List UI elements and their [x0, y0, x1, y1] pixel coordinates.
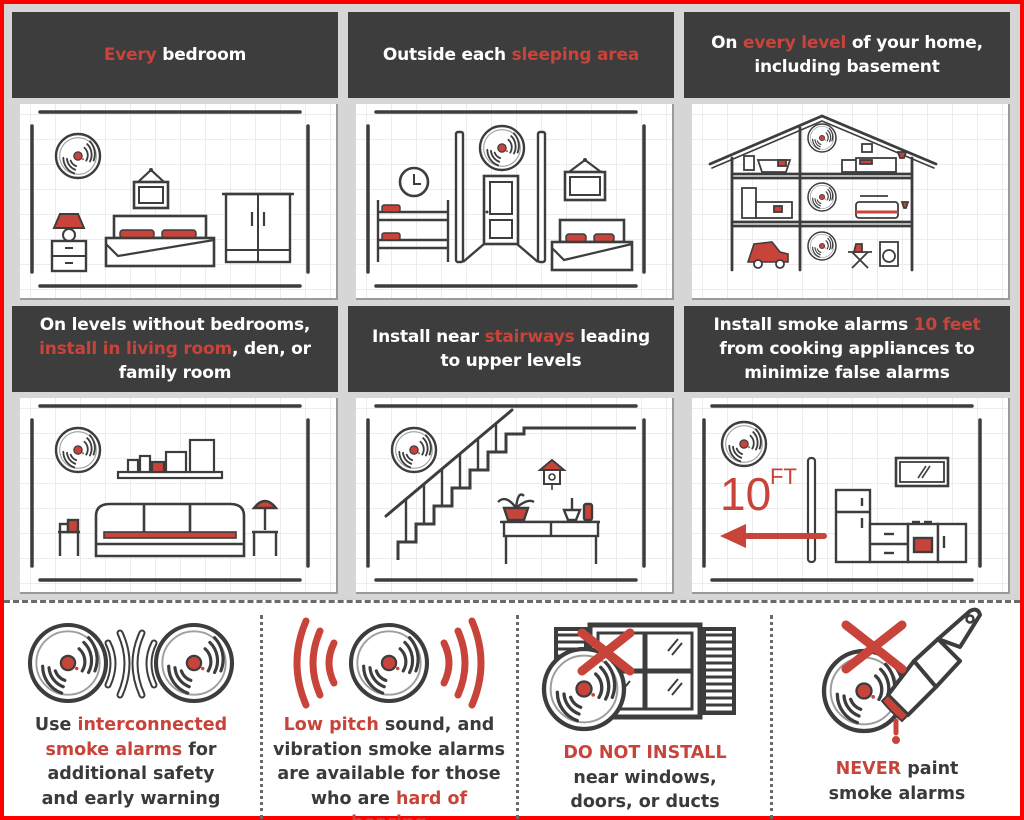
clock-icon	[398, 166, 430, 198]
room-frame	[702, 404, 982, 582]
smoke-alarm-icon	[54, 426, 102, 474]
tip-text: Low pitch sound, and vibration smoke ala…	[272, 715, 505, 820]
tip-hard-of-hearing: Low pitch sound, and vibration smoke ala…	[264, 603, 514, 820]
paintbrush-icon	[880, 607, 982, 744]
tip-text: Use interconnected smoke alarms for addi…	[34, 715, 228, 809]
card-title: On levels without bedrooms, install in l…	[12, 306, 338, 392]
distance-unit: FT	[770, 464, 797, 489]
kitchen-illustration: 10 FT	[702, 404, 982, 582]
divider	[260, 615, 263, 819]
smoke-alarm-icon	[390, 426, 438, 474]
smoke-alarm-icon	[807, 231, 837, 261]
smoke-alarm-icon	[541, 646, 627, 732]
smoke-alarm-icon	[54, 132, 102, 180]
picture-frame-icon	[132, 168, 170, 210]
picture-frame-icon	[563, 158, 607, 202]
room-frame	[30, 110, 310, 288]
house-outline	[708, 114, 938, 272]
room-frame	[366, 404, 646, 582]
smoke-alarm-icon	[153, 622, 235, 704]
card-title: On every level of your home, including b…	[684, 12, 1010, 98]
house-illustration	[708, 114, 938, 272]
bedroom-furniture	[841, 143, 908, 173]
tip-text: DO NOT INSTALL near windows, doors, or d…	[563, 743, 727, 812]
lamp-icon	[52, 213, 86, 242]
loud-alarm-icon	[293, 617, 485, 709]
bathroom-fixtures	[743, 155, 792, 173]
kitchen-furniture	[741, 187, 793, 219]
room-frame	[366, 110, 646, 288]
distance-value: 10	[720, 468, 771, 520]
stairs-illustration	[366, 404, 646, 582]
card-title: Install smoke alarms 10 feet from cookin…	[684, 306, 1010, 392]
tip-interconnected: Use interconnected smoke alarms for addi…	[4, 603, 258, 819]
wardrobe-icon	[222, 192, 294, 264]
smoke-alarm-icon	[720, 420, 768, 468]
interconnected-alarms-icon	[27, 622, 235, 704]
bed-icon	[104, 214, 216, 268]
stairs-scene	[356, 398, 674, 594]
red-x-icon	[841, 620, 907, 674]
arrow-left-icon	[720, 524, 827, 548]
tip-never-paint: NEVER paint smoke alarms	[774, 603, 1020, 819]
car-icon	[746, 241, 789, 269]
staircase-icon	[384, 408, 636, 560]
smoke-alarm-icon	[478, 124, 526, 172]
wall-shelf-icon	[116, 438, 224, 480]
side-table-left	[58, 518, 80, 556]
window-icon	[894, 456, 950, 488]
house-scene	[692, 104, 1010, 300]
smoke-alarm-icon	[348, 622, 430, 704]
card-title: Outside each sleeping area	[348, 12, 674, 98]
tip-do-not-install: DO NOT INSTALL near windows, doors, or d…	[520, 603, 770, 819]
laundry-icons	[848, 241, 899, 269]
card-title: Install near stairways leading to upper …	[348, 306, 674, 392]
placement-panels: Every bedroom Outside each sleeping area	[4, 4, 1020, 598]
sound-waves-icon	[293, 617, 485, 709]
living-furniture	[855, 195, 910, 219]
smoke-alarm-icon	[807, 182, 837, 212]
bedroom-illustration	[30, 110, 310, 288]
console-table-icon	[497, 493, 600, 564]
living-room-illustration	[30, 404, 310, 582]
kitchen-units-icon	[834, 488, 968, 564]
no-paint-icon	[821, 607, 982, 744]
card-title: Every bedroom	[12, 12, 338, 98]
hallway-scene	[356, 104, 674, 300]
hallway-walls	[454, 130, 547, 264]
room-frame	[30, 404, 310, 582]
hallway-illustration	[366, 110, 646, 288]
side-table-right	[251, 499, 279, 556]
divider	[516, 615, 519, 819]
no-window-icon	[541, 622, 736, 732]
divider	[770, 615, 773, 819]
red-x-icon	[577, 628, 635, 676]
door-icon	[482, 174, 520, 246]
tips-section: Use interconnected smoke alarms for addi…	[4, 600, 1020, 820]
tip-text: NEVER paint smoke alarms	[828, 759, 966, 804]
nightstand-icon	[50, 239, 88, 273]
cuckoo-clock-icon	[537, 458, 567, 490]
signal-waves-icon	[104, 629, 158, 699]
smoke-alarm-icon	[27, 622, 109, 704]
sofa-icon	[94, 502, 246, 558]
bed-icon	[550, 218, 634, 272]
smoke-alarm-icon	[807, 123, 837, 153]
living-room-scene	[20, 398, 338, 594]
bunk-bed-icon	[376, 200, 450, 262]
kitchen-scene: 10 FT	[692, 398, 1010, 594]
wall-partition	[806, 456, 817, 564]
bedroom-scene	[20, 104, 338, 300]
